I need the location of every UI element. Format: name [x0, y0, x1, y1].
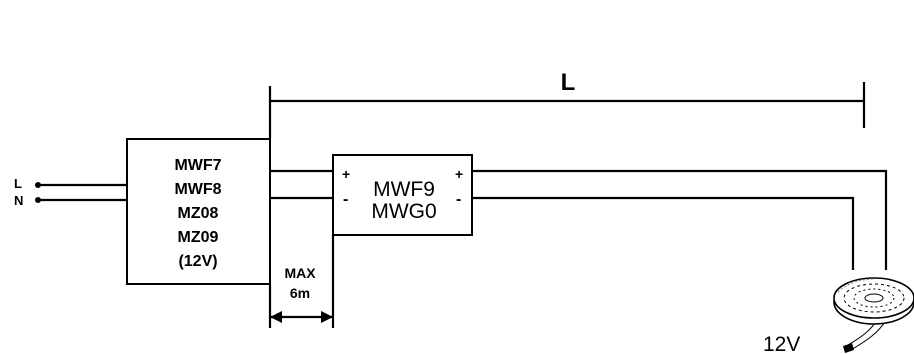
input-live-label: L	[14, 176, 22, 191]
amplifier-out-plus: +	[455, 166, 463, 182]
controller-model-3: MZ08	[178, 205, 219, 222]
amplifier-model-1: MWF9	[373, 178, 435, 201]
amplifier-in-minus: -	[343, 191, 348, 208]
input-neutral-label: N	[14, 193, 23, 208]
max-distance-line1: MAX	[284, 265, 316, 281]
strip-voltage-label: 12V	[763, 333, 800, 354]
amp-strip-plus-wire	[472, 169, 888, 270]
amplifier-out-minus: -	[456, 191, 461, 208]
max-arrow-left	[270, 311, 282, 323]
controller-model-4: MZ09	[178, 229, 219, 246]
length-label: L	[561, 69, 576, 96]
amplifier-in-plus: +	[342, 166, 350, 182]
amp-strip-minus-wire	[472, 196, 855, 270]
controller-box	[126, 138, 271, 285]
amplifier-model-2: MWG0	[371, 200, 436, 223]
max-arrow-right	[321, 311, 333, 323]
max-distance-line2: 6m	[290, 285, 310, 301]
controller-model-2: MWF8	[174, 181, 221, 198]
amplifier-box	[332, 154, 473, 236]
led-strip-reel-icon	[833, 277, 914, 353]
controller-voltage: (12V)	[178, 253, 217, 270]
controller-model-1: MWF7	[174, 157, 221, 174]
